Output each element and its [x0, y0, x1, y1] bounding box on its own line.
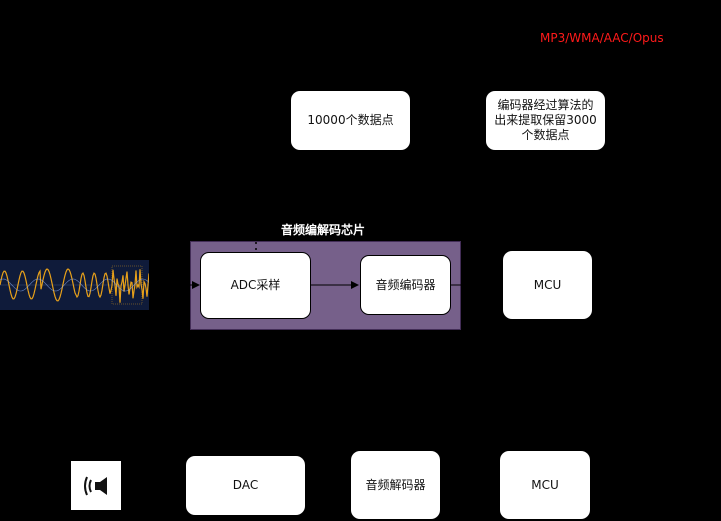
decoder-box[interactable]: 音频解码器	[351, 451, 440, 519]
audio-waveform-image	[0, 260, 149, 310]
data-points-box[interactable]: 10000个数据点	[291, 91, 410, 150]
chip-title: 音频编解码芯片	[280, 223, 365, 237]
encoder-box[interactable]: 音频编码器	[360, 255, 451, 315]
adc-box[interactable]: ADC采样	[200, 252, 311, 319]
waveform-graphic	[0, 265, 149, 305]
speaker-icon-box[interactable]	[71, 461, 121, 510]
waveform-line-secondary	[0, 278, 149, 292]
mcu-box-encoding[interactable]: MCU	[503, 251, 592, 319]
mcu-box-decoding[interactable]: MCU	[500, 451, 590, 519]
waveform-line	[0, 268, 149, 303]
speaker-icon	[84, 476, 107, 495]
waveform-noise-region	[111, 265, 143, 305]
encoder-output-box[interactable]: 编码器经过算法的出来提取保留3000个数据点	[486, 91, 605, 150]
codec-formats-label: MP3/WMA/AAC/Opus	[540, 31, 664, 45]
dac-box[interactable]: DAC	[186, 456, 305, 515]
